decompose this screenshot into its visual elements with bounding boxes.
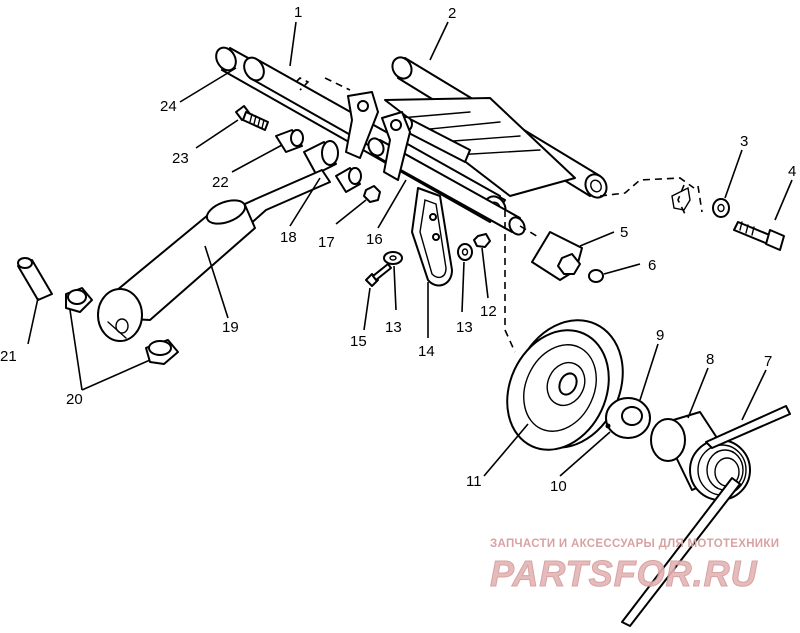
part-6-nut [588, 269, 604, 283]
label-part-20: 20 [66, 391, 83, 408]
label-part-10: 10 [550, 478, 567, 495]
label-part-7: 7 [764, 353, 772, 370]
label-part-14: 14 [418, 343, 435, 360]
label-part-6: 6 [648, 257, 656, 274]
part-22-spacer [275, 129, 304, 153]
part-9-washer [605, 397, 651, 439]
label-part-11: 11 [466, 473, 482, 490]
part-20-bushing-upper [65, 287, 93, 313]
assembly-dashed-lines [295, 77, 703, 353]
label-part-21: 21 [0, 348, 17, 365]
part-10-bearing-mark [605, 423, 611, 429]
label-part-15: 15 [350, 333, 367, 350]
part-14-strap [411, 187, 453, 287]
part-18-bushing [303, 140, 362, 193]
label-part-8: 8 [706, 351, 714, 368]
part-12-nut [473, 233, 491, 248]
part-21-pin [17, 257, 53, 301]
label-part-23: 23 [172, 150, 189, 167]
part-number-labels: 1 2 3 4 5 6 7 8 9 10 11 12 13 13 14 15 1… [0, 4, 796, 495]
part-23-bolt [235, 105, 269, 131]
label-part-19: 19 [222, 319, 239, 336]
part-15-bolt [365, 263, 392, 287]
part-17-nut [363, 185, 381, 203]
svg-text:PARTSFOR.RU: PARTSFOR.RU [490, 553, 758, 594]
part-5-block [531, 231, 583, 281]
label-part-24: 24 [160, 98, 177, 115]
label-part-17: 17 [318, 234, 335, 251]
label-part-18: 18 [280, 229, 297, 246]
watermark-logo: PARTSFOR.RU [490, 553, 758, 595]
label-part-3: 3 [740, 133, 748, 150]
part-4-bolt [733, 221, 785, 251]
part-11-idler-wheel [506, 319, 624, 451]
part-3-washer [712, 198, 730, 218]
part-16-bracket [345, 91, 411, 181]
part-20-bushing-lower [145, 339, 179, 365]
label-part-22: 22 [212, 174, 229, 191]
part-13-washer-right [457, 243, 473, 261]
part-19-shock-absorber [97, 169, 331, 342]
label-part-16: 16 [366, 231, 383, 248]
leader-lines [27, 21, 793, 477]
part-7-torsion-spring [621, 405, 791, 627]
label-part-5: 5 [620, 224, 628, 241]
label-part-9: 9 [656, 327, 664, 344]
label-part-4: 4 [788, 163, 796, 180]
label-part-2: 2 [448, 5, 456, 22]
label-part-13-left: 13 [385, 319, 402, 336]
part-13-washer-left [383, 251, 403, 265]
label-part-13-right: 13 [456, 319, 473, 336]
label-part-12: 12 [480, 303, 497, 320]
watermark-caption: ЗАПЧАСТИ И АКСЕССУАРЫ ДЛЯ МОТОТЕХНИКИ [490, 538, 780, 550]
label-part-1: 1 [294, 4, 302, 21]
part-2-rear-shaft [367, 56, 608, 236]
